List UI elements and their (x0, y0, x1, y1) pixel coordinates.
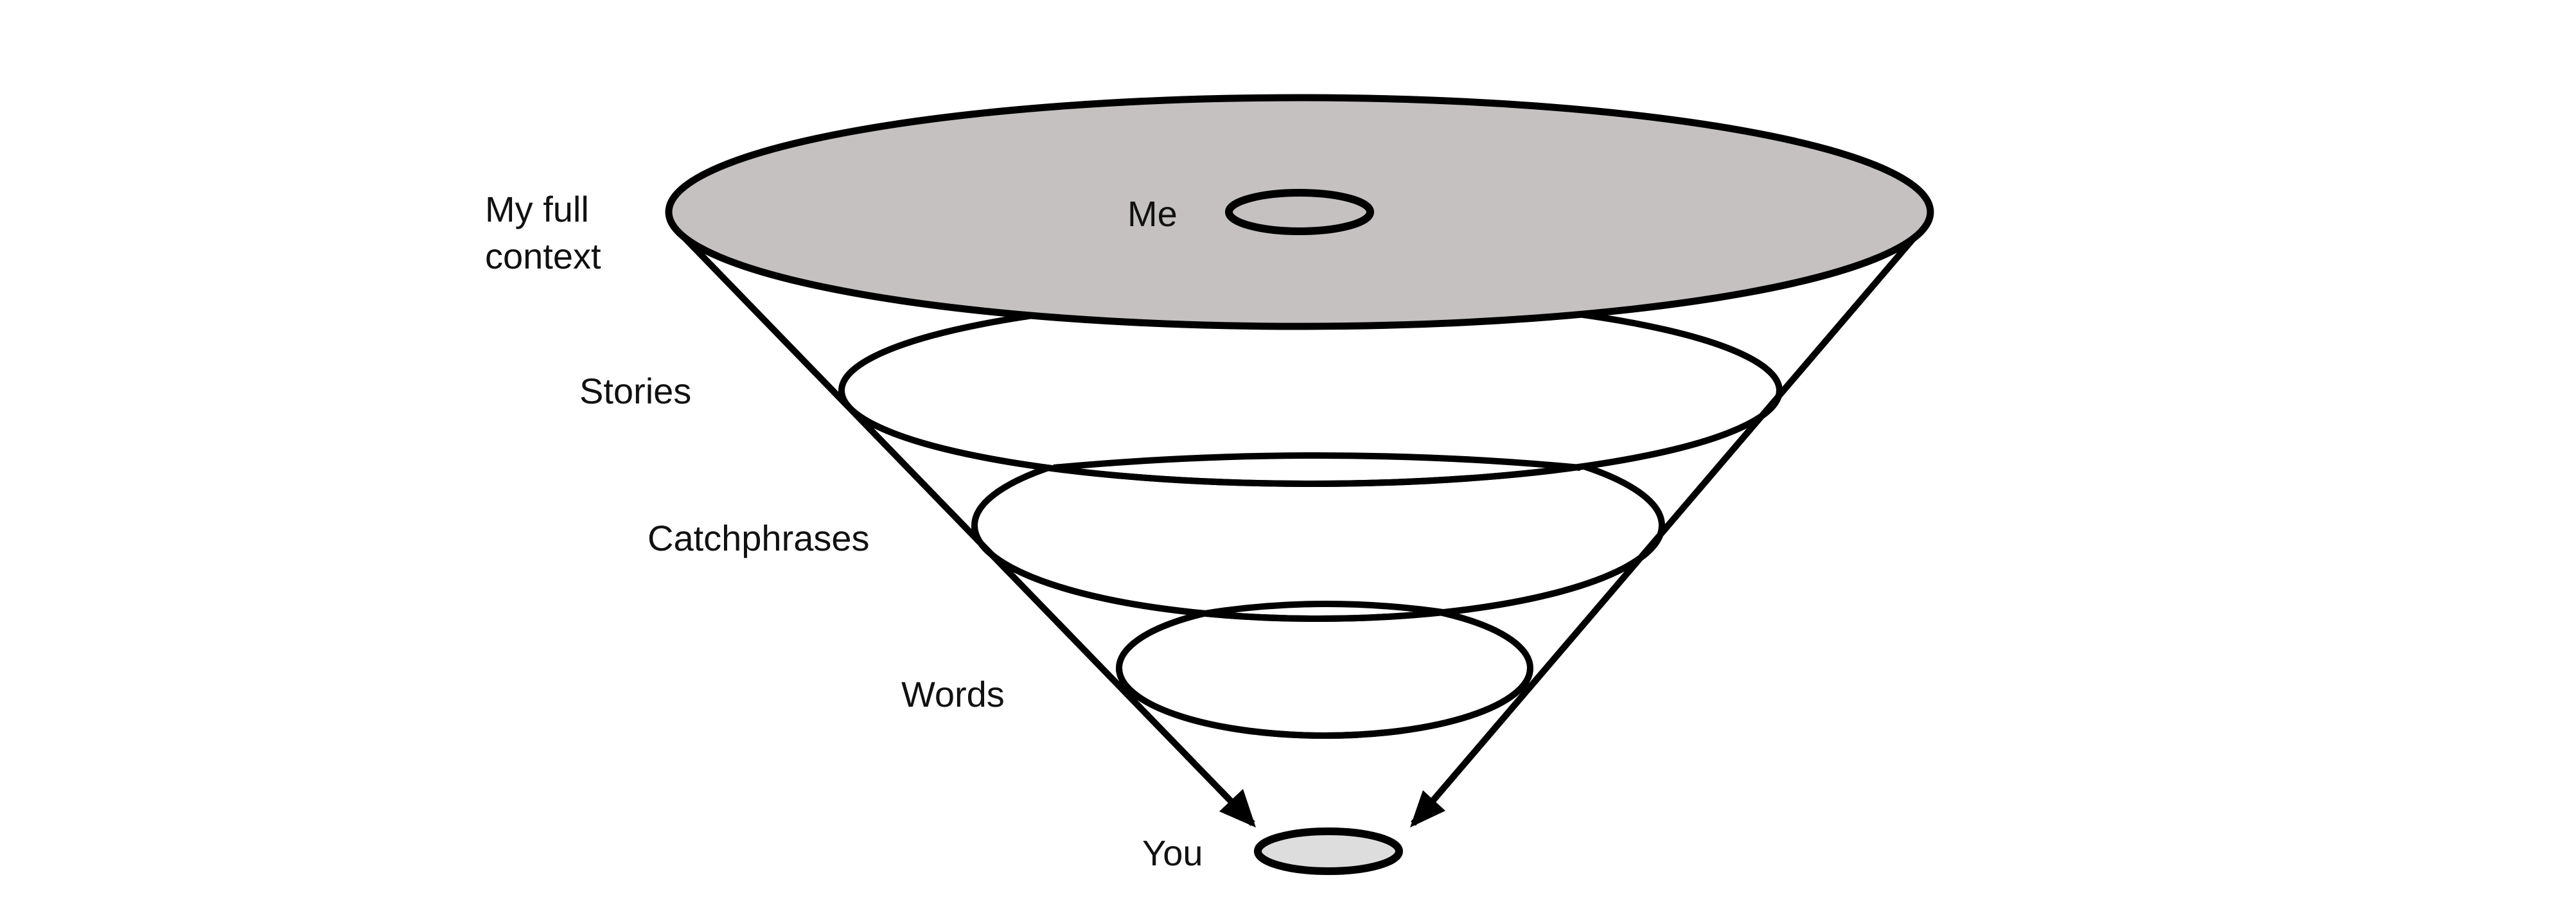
words-layer-front-arc (1116, 668, 1533, 739)
stories-layer-front-arc (838, 390, 1783, 487)
me-label: Me (1127, 193, 1178, 234)
me-ellipse (1225, 189, 1374, 235)
words-label: Words (901, 674, 1005, 714)
stories-label: Stories (579, 371, 691, 411)
you-ellipse (1254, 827, 1403, 875)
catchphrases-layer-front-arc (971, 525, 1665, 622)
left-funnel-edge-overlay (671, 224, 1255, 826)
you-label: You (1142, 833, 1203, 873)
catchphrases-layer-back-arc (1053, 452, 1581, 471)
right-funnel-edge-overlay (1411, 224, 1927, 826)
words-layer-back-arc (1204, 601, 1452, 617)
catchphrases-label: Catchphrases (648, 518, 870, 558)
full-context-label-line1: My full (485, 189, 589, 229)
full-context-label-line2: context (485, 236, 601, 276)
